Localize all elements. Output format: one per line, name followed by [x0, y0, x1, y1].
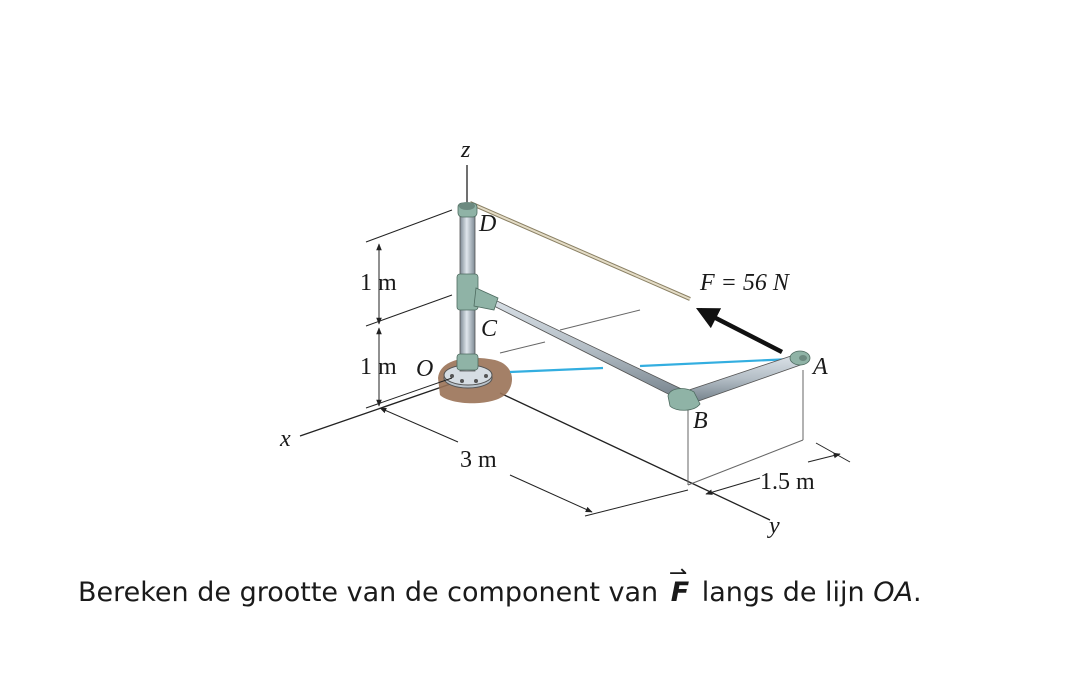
- point-D-label: D: [478, 211, 496, 237]
- vector-arrow-icon: ⇀: [668, 561, 688, 586]
- dimension-upper-1m: 1 m: [360, 270, 397, 296]
- point-O-label: O: [416, 356, 433, 382]
- point-C-label: C: [481, 316, 498, 342]
- x-axis-label: x: [279, 426, 291, 452]
- question-text-before: Bereken de grootte van de component van: [78, 577, 667, 608]
- question-text-end: .: [912, 577, 922, 608]
- pipe-system: [456, 202, 811, 411]
- dimension-lower-1m: 1 m: [360, 354, 397, 380]
- vector-letter: F: [670, 577, 690, 608]
- point-A-label: A: [811, 354, 828, 380]
- ground-base: [438, 357, 512, 404]
- line-OA: [509, 357, 793, 374]
- question-text: Bereken de grootte van de component van …: [78, 561, 1068, 608]
- force-arrow: [695, 307, 784, 355]
- cable-DA: [469, 201, 691, 301]
- y-axis-line: [499, 392, 771, 521]
- elbow-B: [667, 388, 701, 411]
- construction-lines: [499, 309, 804, 486]
- point-B-label: B: [693, 408, 708, 434]
- line-name: OA: [873, 577, 913, 608]
- y-axis-label: y: [767, 513, 780, 539]
- force-label-text: F = 56 N: [699, 270, 791, 296]
- dimension-1-5m: 1.5 m: [760, 469, 815, 495]
- coordinate-axes: [299, 165, 771, 521]
- dimension-3m: 3 m: [460, 447, 497, 473]
- dimension-lines: [365, 209, 851, 517]
- z-axis-label: z: [460, 137, 471, 163]
- force-vector-symbol: ⇀F: [667, 561, 693, 608]
- question-text-middle: langs de lijn: [693, 577, 874, 608]
- force-label: F = 56 N: [699, 270, 791, 296]
